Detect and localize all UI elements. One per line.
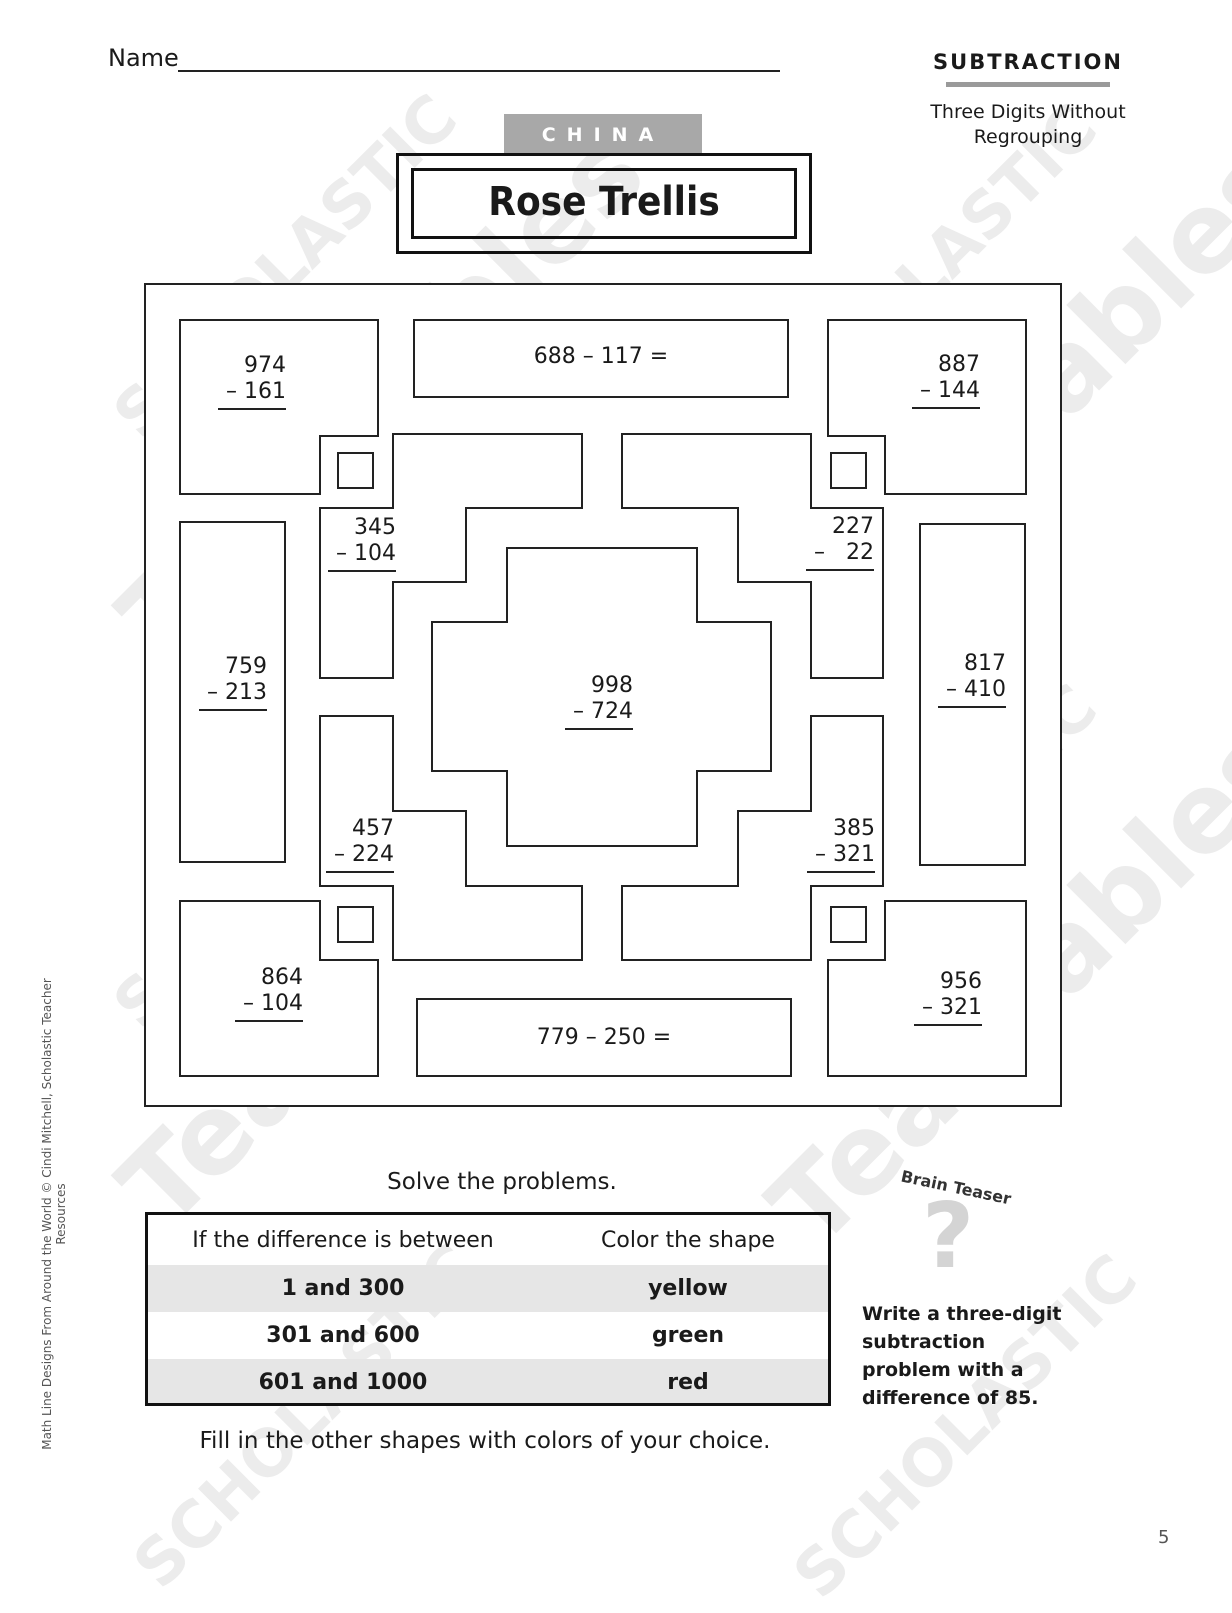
problem-bottom-left-bottom: – 104 bbox=[243, 991, 303, 1016]
problem-inner-bottom-right-top: 385 bbox=[833, 816, 875, 841]
shape-bottom-left[interactable] bbox=[179, 900, 379, 1077]
copyright-credit: Math Line Designs From Around the World … bbox=[40, 978, 68, 1450]
problem-top-right: 887 – 144 bbox=[912, 352, 980, 409]
problem-inner-bottom-left-line bbox=[326, 871, 394, 873]
problem-inner-bottom-left-top: 457 bbox=[352, 816, 394, 841]
shape-inner-bottom-right[interactable] bbox=[621, 715, 884, 961]
problem-bottom-right: 956 – 321 bbox=[914, 969, 982, 1026]
shape-bottom-right[interactable] bbox=[827, 900, 1027, 1077]
key-range: 601 and 1000 bbox=[258, 1370, 428, 1395]
title-frame-inner bbox=[411, 168, 797, 239]
problem-bottom-left-top: 864 bbox=[261, 965, 303, 990]
subject-heading: SUBTRACTION bbox=[933, 50, 1123, 74]
key-color: green bbox=[651, 1323, 725, 1348]
problem-top-left-top: 974 bbox=[244, 353, 286, 378]
shape-inner-top-right[interactable] bbox=[621, 433, 884, 679]
shape-small-square-tr[interactable] bbox=[830, 452, 867, 489]
problem-inner-bottom-left-bottom: – 224 bbox=[334, 842, 394, 867]
problem-center-line bbox=[565, 728, 633, 730]
shape-bottom-bar[interactable] bbox=[416, 998, 792, 1077]
problem-center-bottom: – 724 bbox=[573, 699, 633, 724]
key-color: red bbox=[667, 1370, 709, 1395]
problem-inner-top-right-top: 227 bbox=[832, 514, 874, 539]
page-title: Rose Trellis bbox=[488, 179, 720, 225]
shape-small-square-bl[interactable] bbox=[337, 906, 374, 943]
skill-note: Three Digits Without Regrouping bbox=[920, 100, 1136, 150]
problem-inner-top-left-top: 345 bbox=[354, 515, 396, 540]
shape-top-left[interactable] bbox=[179, 319, 379, 495]
problem-bottom-right-bottom: – 321 bbox=[922, 995, 982, 1020]
problem-bottom-left-line bbox=[235, 1020, 303, 1022]
problem-top-right-top: 887 bbox=[938, 352, 980, 377]
problem-right-bar: 817 – 410 bbox=[938, 651, 1006, 708]
problem-bottom-right-top: 956 bbox=[940, 969, 982, 994]
name-label: Name bbox=[108, 44, 179, 72]
problem-inner-top-right-line bbox=[806, 569, 874, 571]
problem-inner-top-left-line bbox=[328, 570, 396, 572]
problem-right-bar-bottom: – 410 bbox=[946, 677, 1006, 702]
shape-top-bar[interactable] bbox=[413, 319, 789, 398]
shape-left-bar[interactable] bbox=[179, 521, 286, 863]
problem-top-right-line bbox=[912, 407, 980, 409]
brain-teaser-text: Write a three-digit subtraction problem … bbox=[862, 1303, 1062, 1409]
shape-inner-bottom-left[interactable] bbox=[319, 715, 583, 961]
shape-center-cross[interactable] bbox=[431, 547, 772, 847]
key-color: yellow bbox=[648, 1276, 728, 1301]
key-row: 301 and 600 green bbox=[148, 1312, 828, 1359]
title-frame-outer bbox=[396, 153, 812, 254]
problem-bottom-right-line bbox=[914, 1024, 982, 1026]
problem-inner-top-right: 227 – 22 bbox=[806, 514, 874, 571]
equation-bottom: 779 – 250 = bbox=[536, 1025, 672, 1050]
key-row: 601 and 1000 red bbox=[148, 1359, 828, 1403]
problem-left-bar-line bbox=[199, 709, 267, 711]
key-range: 1 and 300 bbox=[281, 1276, 405, 1301]
problem-inner-top-left: 345 – 104 bbox=[328, 515, 396, 572]
key-header-color: Color the shape bbox=[601, 1228, 775, 1253]
key-row: 1 and 300 yellow bbox=[148, 1265, 828, 1312]
instruction-fill: Fill in the other shapes with colors of … bbox=[199, 1428, 771, 1454]
shape-inner-top-left[interactable] bbox=[319, 433, 583, 679]
instruction-solve: Solve the problems. bbox=[387, 1169, 617, 1195]
subject-rule bbox=[946, 82, 1110, 87]
color-key-table: If the difference is between Color the s… bbox=[145, 1212, 831, 1406]
key-header-row: If the difference is between Color the s… bbox=[148, 1217, 828, 1264]
problem-inner-top-left-bottom: – 104 bbox=[336, 541, 396, 566]
key-range: 301 and 600 bbox=[266, 1323, 420, 1348]
problem-inner-bottom-right-line bbox=[807, 871, 875, 873]
problem-top-left-bottom: – 161 bbox=[226, 379, 286, 404]
skill-line-1: Three Digits Without bbox=[930, 101, 1126, 123]
problem-inner-bottom-right: 385 – 321 bbox=[807, 816, 875, 873]
problem-left-bar-top: 759 bbox=[225, 654, 267, 679]
problem-top-left-line bbox=[218, 408, 286, 410]
equation-top: 688 – 117 = bbox=[533, 344, 669, 369]
problem-top-left: 974 – 161 bbox=[218, 353, 286, 410]
shape-small-square-br[interactable] bbox=[830, 906, 867, 943]
page-number: 5 bbox=[1158, 1527, 1170, 1548]
country-label: CHINA bbox=[504, 114, 702, 154]
problem-center: 998 – 724 bbox=[565, 673, 633, 730]
problem-left-bar: 759 – 213 bbox=[199, 654, 267, 711]
problem-bottom-left: 864 – 104 bbox=[235, 965, 303, 1022]
problem-right-bar-top: 817 bbox=[964, 651, 1006, 676]
problem-center-top: 998 bbox=[591, 673, 633, 698]
question-mark-icon: ? bbox=[922, 1184, 975, 1289]
key-header-range: If the difference is between bbox=[192, 1228, 494, 1253]
problem-left-bar-bottom: – 213 bbox=[207, 680, 267, 705]
shape-small-square-tl[interactable] bbox=[337, 452, 374, 489]
problem-inner-top-right-bottom: – 22 bbox=[814, 540, 874, 565]
problem-right-bar-line bbox=[938, 706, 1006, 708]
shape-right-bar[interactable] bbox=[919, 523, 1026, 866]
skill-line-2: Regrouping bbox=[973, 126, 1083, 148]
name-field[interactable] bbox=[178, 70, 780, 72]
problem-inner-bottom-left: 457 – 224 bbox=[326, 816, 394, 873]
problem-top-right-bottom: – 144 bbox=[920, 378, 980, 403]
problem-inner-bottom-right-bottom: – 321 bbox=[815, 842, 875, 867]
